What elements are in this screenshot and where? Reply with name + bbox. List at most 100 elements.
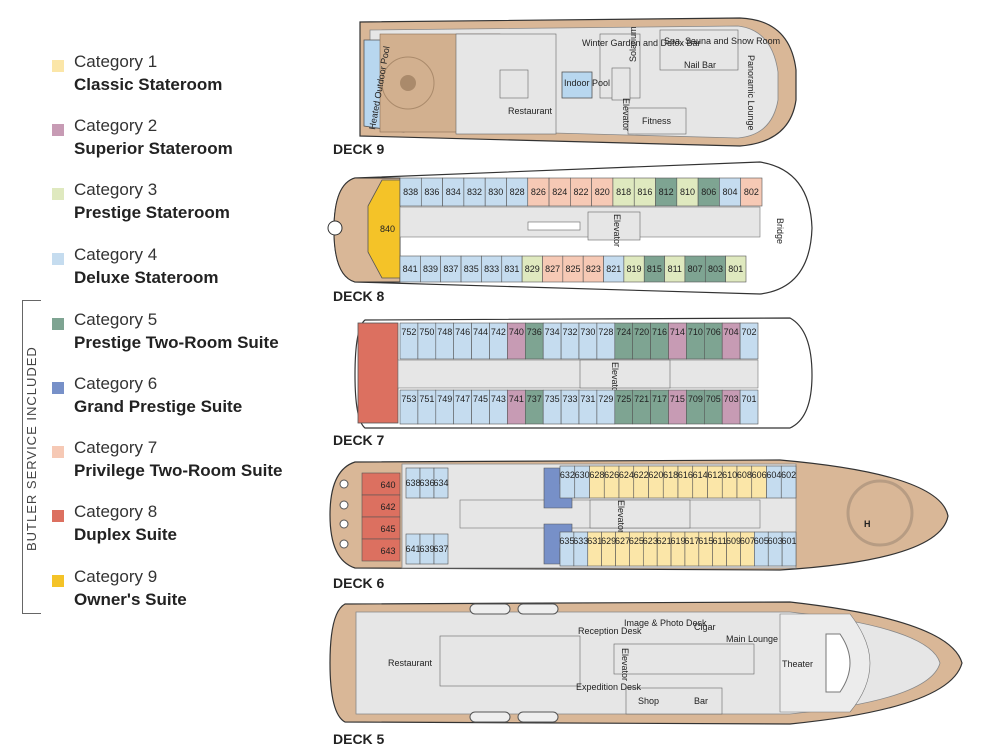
spa-label: Spa, Sauna and Snow Room bbox=[664, 36, 780, 46]
cabin-number: 621 bbox=[657, 536, 672, 546]
main-lounge-label: Main Lounge bbox=[726, 634, 778, 644]
legend-swatch bbox=[52, 60, 64, 72]
cabin-number: 733 bbox=[563, 394, 578, 404]
legend-swatch bbox=[52, 510, 64, 522]
cabin-number: 741 bbox=[509, 394, 524, 404]
cabin-number: 717 bbox=[652, 394, 667, 404]
cabin-602 bbox=[780, 465, 797, 499]
cabin-number: 835 bbox=[464, 264, 479, 274]
elevator-label: Elevator bbox=[616, 500, 626, 533]
deck-5: Restaurant Reception Desk Image & Photo … bbox=[329, 601, 963, 747]
cabin-number: 610 bbox=[722, 470, 737, 480]
fitness-room bbox=[627, 107, 687, 135]
cabin-number: 601 bbox=[782, 536, 797, 546]
lifeboat bbox=[517, 603, 559, 615]
legend-swatch bbox=[52, 446, 64, 458]
legend-category: Category 3 bbox=[74, 180, 158, 199]
theater-stage bbox=[825, 633, 851, 693]
cabin-number: 803 bbox=[708, 264, 723, 274]
cabin-number: 618 bbox=[663, 470, 678, 480]
lifeboat bbox=[517, 711, 559, 723]
cabin-number: 631 bbox=[587, 536, 602, 546]
cabin-number: 729 bbox=[598, 394, 613, 404]
cabin-number: 602 bbox=[781, 470, 796, 480]
cabin-number: 702 bbox=[742, 327, 757, 337]
photo-desk-label: Image & Photo Desk bbox=[624, 618, 707, 628]
cabin-802 bbox=[740, 177, 763, 207]
lifeboat bbox=[469, 603, 511, 615]
cabin-number: 745 bbox=[473, 394, 488, 404]
cabin-number: 701 bbox=[742, 394, 757, 404]
deck-8-label: DECK 8 bbox=[333, 288, 385, 304]
cabin-number: 709 bbox=[688, 394, 703, 404]
fitness-label: Fitness bbox=[642, 116, 672, 126]
cabin-number: 839 bbox=[423, 264, 438, 274]
legend-category-name: Grand Prestige Suite bbox=[74, 397, 243, 416]
cabin-number: 630 bbox=[575, 470, 590, 480]
cabin-number: 645 bbox=[380, 524, 395, 534]
cabin-number: 735 bbox=[545, 394, 560, 404]
cabin-number: 750 bbox=[419, 327, 434, 337]
cabin-number: 823 bbox=[586, 264, 601, 274]
elevator-label: Elevator bbox=[612, 214, 622, 247]
cabin-number: 833 bbox=[484, 264, 499, 274]
elevator-label: Elevator bbox=[610, 362, 620, 395]
cabin-number: 635 bbox=[559, 536, 574, 546]
bar-label: Bar bbox=[694, 696, 708, 706]
elevator-block bbox=[579, 359, 671, 389]
sun-deck-feature bbox=[400, 75, 416, 91]
cabin-number: 608 bbox=[737, 470, 752, 480]
legend-category: Category 6 bbox=[74, 374, 158, 393]
bridge-label: Bridge bbox=[775, 218, 785, 244]
indoor-pool bbox=[561, 71, 593, 99]
cabin-number: 716 bbox=[652, 327, 667, 337]
cigar-label: Cigar bbox=[694, 622, 716, 632]
cabin-number: 619 bbox=[670, 536, 685, 546]
cabin-number: 831 bbox=[504, 264, 519, 274]
cabin-number: 607 bbox=[740, 536, 755, 546]
cabin-number: 743 bbox=[491, 394, 506, 404]
porthole bbox=[339, 500, 349, 510]
cabin-number: 753 bbox=[401, 394, 416, 404]
cabin-number: 706 bbox=[706, 327, 721, 337]
cabin-number: 603 bbox=[768, 536, 783, 546]
elevator-block bbox=[589, 499, 691, 529]
elevator-shaft bbox=[611, 67, 631, 101]
cabin-number: 736 bbox=[527, 327, 542, 337]
cabin-number: 641 bbox=[405, 544, 420, 554]
cabin-number: 728 bbox=[598, 327, 613, 337]
cabin-number: 632 bbox=[560, 470, 575, 480]
cabin-number: 820 bbox=[595, 187, 610, 197]
cabin-number: 749 bbox=[437, 394, 452, 404]
cabin-number: 720 bbox=[634, 327, 649, 337]
cabin-number: 828 bbox=[510, 187, 525, 197]
deck-7-label: DECK 7 bbox=[333, 432, 385, 448]
reception-desk-label: Reception Desk bbox=[578, 626, 642, 636]
cabin-number: 614 bbox=[693, 470, 708, 480]
cabin-number: 725 bbox=[616, 394, 631, 404]
cabin-number: 606 bbox=[752, 470, 767, 480]
panoramic-lounge-label: Panoramic Lounge bbox=[746, 55, 756, 131]
service-block bbox=[499, 69, 529, 99]
cabin-number: 752 bbox=[401, 327, 416, 337]
legend-swatch bbox=[52, 318, 64, 330]
cabin-number: 731 bbox=[580, 394, 595, 404]
cabin-number: 605 bbox=[754, 536, 769, 546]
legend-swatch bbox=[52, 188, 64, 200]
legend-category: Category 2 bbox=[74, 116, 158, 135]
spa bbox=[659, 29, 739, 71]
cabin-number: 746 bbox=[455, 327, 470, 337]
sun-deck-feature bbox=[381, 56, 435, 110]
legend-category: Category 1 bbox=[74, 52, 158, 71]
cabin-number: 629 bbox=[601, 536, 616, 546]
cabin-702 bbox=[739, 322, 759, 360]
legend-category-name: Prestige Stateroom bbox=[74, 203, 230, 222]
legend-category: Category 4 bbox=[74, 245, 158, 264]
deck-9: Heated Outdoor Pool Restaurant Indoor Po… bbox=[333, 17, 797, 157]
cabin-number: 624 bbox=[619, 470, 634, 480]
